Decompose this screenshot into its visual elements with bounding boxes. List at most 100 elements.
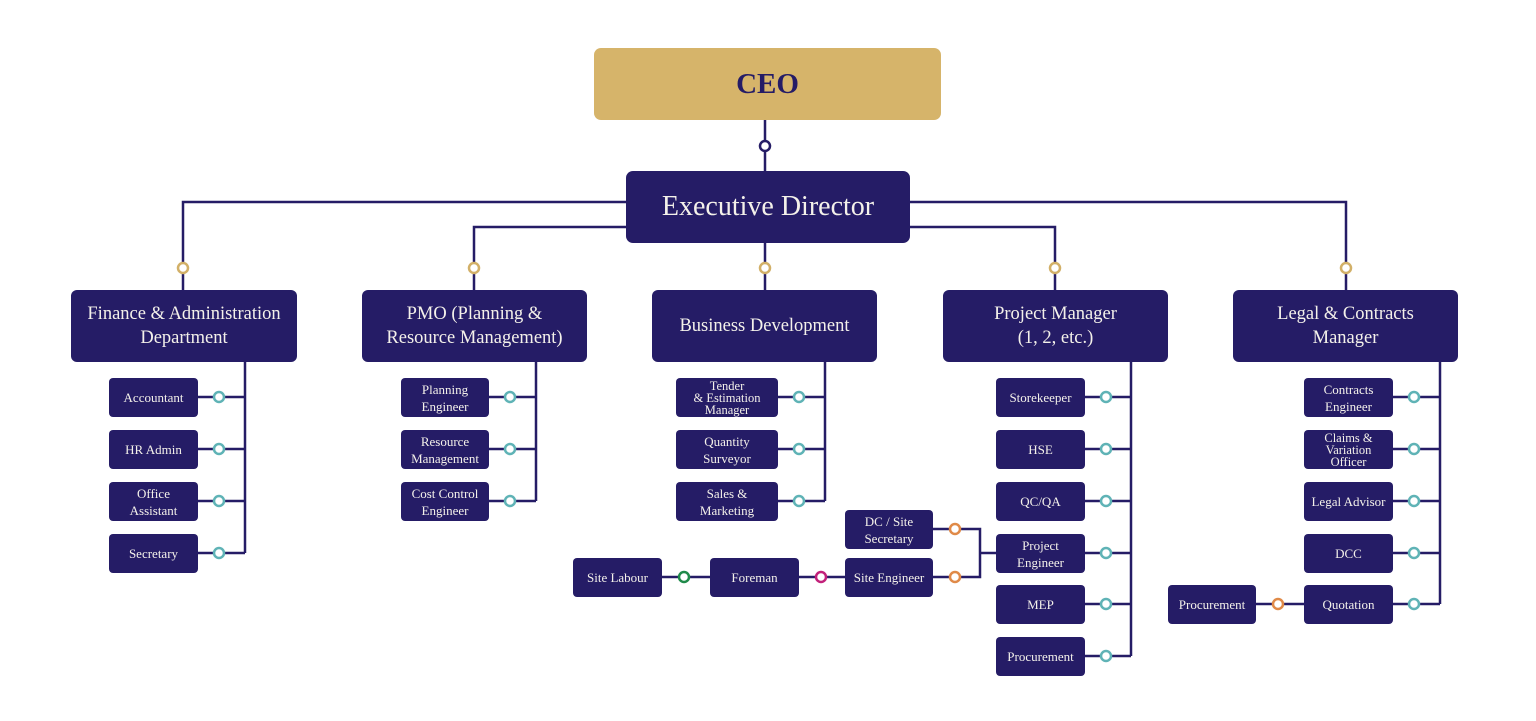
role-node-icon: [1099, 494, 1113, 508]
role-label: Legal Advisor: [1311, 494, 1386, 509]
role-label: Resource Management: [411, 433, 479, 466]
foreman-node-icon: [814, 570, 828, 584]
role-node-icon: [1407, 546, 1421, 560]
role-node-icon: [1407, 442, 1421, 456]
role-label: Accountant: [123, 390, 184, 405]
role-node-icon: [1099, 649, 1113, 663]
role-label: Storekeeper: [1009, 390, 1072, 405]
role-label: Tender & Estimation Manager: [693, 378, 761, 417]
role-storekeeper[interactable]: Storekeeper: [996, 378, 1085, 417]
role-foreman[interactable]: Foreman: [710, 558, 799, 597]
role-label: Quantity Surveyor: [703, 433, 751, 466]
executive-to-pmo-connector: [472, 225, 626, 290]
role-site-engineer[interactable]: Site Engineer: [845, 558, 933, 597]
department-node-icon: [1048, 261, 1062, 275]
role-node-icon: [792, 390, 806, 404]
ceo-box[interactable]: CEO: [594, 48, 941, 120]
role-office-assistant[interactable]: Office Assistant: [109, 482, 198, 521]
role-label: HSE: [1028, 442, 1053, 457]
role-site-labour[interactable]: Site Labour: [573, 558, 662, 597]
executive-director-label: Executive Director: [661, 191, 875, 222]
role-label: Project Engineer: [1017, 537, 1064, 570]
department-finance-label: Finance & Administration Department: [87, 304, 281, 348]
role-label: Site Labour: [586, 570, 648, 585]
role-hse[interactable]: HSE: [996, 430, 1085, 469]
role-quotation[interactable]: Quotation: [1304, 585, 1393, 624]
department-legal[interactable]: Legal & Contracts Manager: [1233, 290, 1458, 362]
role-label: DC / Site Secretary: [864, 513, 914, 546]
role-legal-advisor[interactable]: Legal Advisor: [1304, 482, 1393, 521]
role-label: Office Assistant: [129, 485, 178, 518]
department-pmo[interactable]: PMO (Planning & Resource Management): [362, 290, 587, 362]
role-node-icon: [1407, 597, 1421, 611]
role-node-icon: [792, 494, 806, 508]
role-label: Quotation: [1322, 597, 1375, 612]
department-node-icon: [1339, 261, 1353, 275]
department-legal-label: Legal & Contracts Manager: [1277, 304, 1414, 348]
role-node-icon: [212, 546, 226, 560]
role-node-icon: [1099, 597, 1113, 611]
role-qc-qa[interactable]: QC/QA: [996, 482, 1085, 521]
role-procurement-legal[interactable]: Procurement: [1168, 585, 1256, 624]
role-label: Foreman: [731, 570, 778, 585]
role-node-icon: [1407, 390, 1421, 404]
department-pmo-label: PMO (Planning & Resource Management): [386, 304, 563, 348]
role-mep[interactable]: MEP: [996, 585, 1085, 624]
role-node-icon: [503, 390, 517, 404]
role-dcc[interactable]: DCC: [1304, 534, 1393, 573]
project-engineer-bracket: [933, 527, 982, 579]
site-labour-node-icon: [677, 570, 691, 584]
role-node-icon: [1099, 442, 1113, 456]
role-label: HR Admin: [125, 442, 182, 457]
role-label: DCC: [1335, 546, 1362, 561]
role-label: Procurement: [1178, 597, 1246, 612]
ceo-node-icon: [758, 139, 772, 153]
role-label: Sales & Marketing: [699, 485, 755, 518]
role-node-icon: [503, 442, 517, 456]
role-label: MEP: [1027, 597, 1054, 612]
role-accountant[interactable]: Accountant: [109, 378, 198, 417]
department-business-development[interactable]: Business Development: [652, 290, 877, 362]
role-project-engineer[interactable]: Project Engineer: [996, 534, 1085, 573]
role-claims-variation-officer[interactable]: Claims & Variation Officer: [1304, 430, 1393, 469]
executive-director-box[interactable]: Executive Director: [626, 171, 910, 243]
department-business-development-label: Business Development: [679, 316, 850, 336]
role-label: Site Engineer: [853, 570, 925, 585]
department-project-manager[interactable]: Project Manager (1, 2, etc.): [943, 290, 1168, 362]
role-label: Contracts Engineer: [1323, 381, 1374, 414]
role-cost-control-engineer[interactable]: Cost Control Engineer: [401, 482, 489, 521]
role-node-icon: [792, 442, 806, 456]
procurement-node-icon: [1271, 597, 1285, 611]
role-node-icon: [503, 494, 517, 508]
role-secretary[interactable]: Secretary: [109, 534, 198, 573]
role-procurement-pm[interactable]: Procurement: [996, 637, 1085, 676]
role-label: QC/QA: [1020, 494, 1061, 509]
role-resource-management[interactable]: Resource Management: [401, 430, 489, 469]
role-dc-site-secretary[interactable]: DC / Site Secretary: [845, 510, 933, 549]
department-node-icon: [176, 261, 190, 275]
department-node-icon: [467, 261, 481, 275]
department-project-manager-label: Project Manager (1, 2, etc.): [994, 304, 1117, 348]
site-engineer-node-icon: [948, 570, 962, 584]
role-quantity-surveyor[interactable]: Quantity Surveyor: [676, 430, 778, 469]
role-node-icon: [212, 390, 226, 404]
role-planning-engineer[interactable]: Planning Engineer: [401, 378, 489, 417]
role-tender-estimation-manager[interactable]: Tender & Estimation Manager: [676, 378, 778, 417]
role-node-icon: [1099, 546, 1113, 560]
role-hr-admin[interactable]: HR Admin: [109, 430, 198, 469]
department-node-icon: [758, 261, 772, 275]
role-node-icon: [1407, 494, 1421, 508]
role-label: Procurement: [1007, 649, 1074, 664]
role-node-icon: [1099, 390, 1113, 404]
role-label: Planning Engineer: [421, 381, 469, 414]
executive-to-legal-connector: [910, 200, 1348, 290]
role-contracts-engineer[interactable]: Contracts Engineer: [1304, 378, 1393, 417]
executive-to-finance-connector: [181, 200, 626, 290]
role-node-icon: [212, 442, 226, 456]
role-label: Secretary: [128, 546, 179, 561]
ceo-label: CEO: [736, 67, 799, 100]
executive-to-pm-connector: [910, 225, 1057, 290]
department-finance[interactable]: Finance & Administration Department: [71, 290, 297, 362]
role-sales-marketing[interactable]: Sales & Marketing: [676, 482, 778, 521]
